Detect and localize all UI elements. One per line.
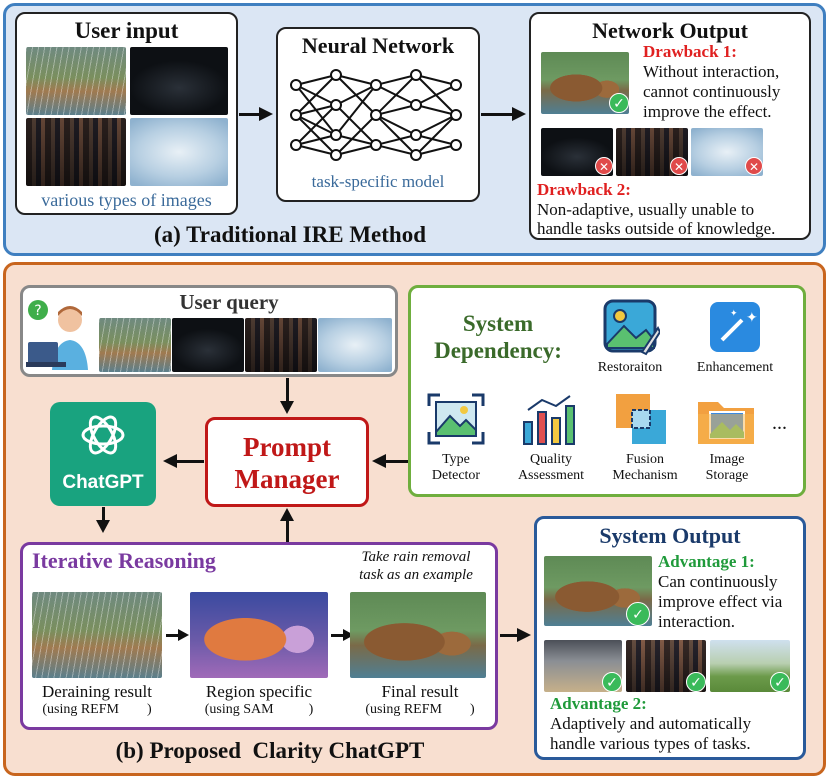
arrow-reasoning-to-output bbox=[500, 634, 520, 637]
restoration-label: Restoraiton bbox=[597, 360, 663, 375]
quality-assessment-icon bbox=[523, 395, 575, 445]
iterative-reasoning-title: Iterative Reasoning bbox=[32, 548, 216, 573]
arrow-reasoning-to-manager bbox=[286, 520, 289, 542]
advantage1-line3: interaction. bbox=[658, 612, 735, 631]
svg-text:✦: ✦ bbox=[730, 309, 738, 319]
arrow-network-to-output bbox=[481, 113, 515, 116]
query-lowlight-image bbox=[172, 318, 244, 372]
check-icon: ✓ bbox=[686, 672, 706, 692]
image-storage-label: Image Storage bbox=[705, 452, 749, 483]
step1-sub: (using REFM ) bbox=[42, 702, 152, 717]
deraining-result-image bbox=[32, 592, 162, 678]
query-crowd-image bbox=[245, 318, 317, 372]
lowlight-image bbox=[130, 47, 228, 115]
enhancement-label: Enhancement bbox=[696, 360, 774, 375]
image-storage-icon bbox=[698, 402, 754, 444]
arrow-manager-to-chatgpt bbox=[176, 460, 204, 463]
check-icon: ✓ bbox=[602, 672, 622, 692]
check-icon: ✓ bbox=[770, 672, 790, 692]
arrowhead-icon bbox=[178, 629, 189, 641]
query-rain-image bbox=[99, 318, 171, 372]
step1-label: Deraining result bbox=[42, 682, 152, 701]
check-icon: ✓ bbox=[609, 93, 629, 113]
prompt-manager-line1: Prompt bbox=[243, 432, 331, 462]
user-avatar-icon: ? bbox=[26, 300, 88, 370]
example-note-line1: Take rain removal bbox=[361, 549, 471, 565]
drawback1-line3: improve the effect. bbox=[643, 102, 772, 121]
region-specific-image bbox=[190, 592, 328, 678]
fusion-mechanism-label: Fusion Mechanism bbox=[612, 452, 678, 483]
step3-sub: (using REFM ) bbox=[365, 702, 475, 717]
advantage2-title: Advantage 2: bbox=[550, 694, 647, 713]
drawback2-line2: handle tasks outside of knowledge. bbox=[537, 219, 776, 238]
system-dependency-title-1: System bbox=[462, 311, 534, 336]
system-dependency-title-2: Dependency: bbox=[434, 338, 562, 363]
enhancement-icon: ✦ ✦ bbox=[710, 302, 760, 352]
haze-image bbox=[130, 118, 228, 186]
drawback2-title: Drawback 2: bbox=[537, 180, 631, 199]
panel-a-caption: (a) Traditional IRE Method bbox=[154, 222, 426, 247]
restoration-icon bbox=[603, 299, 660, 356]
arrowhead-icon bbox=[280, 401, 294, 414]
user-query-title: User query bbox=[179, 290, 279, 314]
network-output-title: Network Output bbox=[592, 18, 748, 43]
drawback2-line1: Non-adaptive, usually unable to bbox=[537, 200, 755, 219]
final-result-image bbox=[350, 592, 486, 678]
system-output-title: System Output bbox=[599, 523, 741, 548]
neural-network-icon bbox=[290, 69, 462, 161]
arrowhead-icon bbox=[517, 628, 531, 642]
fusion-mechanism-icon bbox=[616, 394, 666, 444]
neural-network-title: Neural Network bbox=[301, 33, 455, 58]
arrowhead-icon bbox=[372, 454, 386, 468]
arrowhead-icon bbox=[343, 629, 354, 641]
cross-icon: ✕ bbox=[745, 157, 763, 175]
drawback1-line2: cannot continuously bbox=[643, 82, 781, 101]
advantage2-line2: handle various types of tasks. bbox=[550, 734, 751, 753]
step3-label: Final result bbox=[381, 682, 459, 701]
arrow-step1-to-step2 bbox=[166, 634, 180, 637]
rain-image bbox=[26, 47, 126, 115]
panel-b-caption: (b) Proposed Clarity ChatGPT bbox=[115, 738, 425, 763]
arrowhead-icon bbox=[96, 520, 110, 533]
advantage1-line2: improve effect via bbox=[658, 592, 783, 611]
quality-assessment-label: Quality Assessment bbox=[517, 452, 585, 483]
type-detector-icon bbox=[427, 393, 485, 445]
arrowhead-icon bbox=[280, 508, 294, 521]
openai-logo-icon bbox=[81, 415, 125, 455]
arrow-input-to-network bbox=[239, 113, 263, 116]
arrowhead-icon bbox=[163, 454, 177, 468]
advantage1-title: Advantage 1: bbox=[658, 552, 755, 571]
network-output-box: Network Output bbox=[529, 12, 811, 240]
neural-network-caption: task-specific model bbox=[311, 172, 445, 191]
user-input-caption: various types of images bbox=[41, 190, 212, 210]
more-ellipsis: ... bbox=[772, 412, 787, 434]
arrowhead-icon bbox=[512, 107, 526, 121]
cross-icon: ✕ bbox=[670, 157, 688, 175]
step2-label: Region specific bbox=[205, 682, 313, 701]
check-icon: ✓ bbox=[626, 602, 650, 626]
advantage2-line1: Adaptively and automatically bbox=[550, 714, 752, 733]
query-haze-image bbox=[318, 318, 392, 372]
example-note-line2: task as an example bbox=[359, 567, 473, 583]
user-input-title: User input bbox=[74, 18, 179, 43]
crowd-image bbox=[26, 118, 126, 186]
advantage1-line1: Can continuously bbox=[658, 572, 778, 591]
drawback1-line1: Without interaction, bbox=[643, 62, 780, 81]
prompt-manager-line2: Manager bbox=[234, 464, 340, 494]
svg-text:?: ? bbox=[34, 303, 41, 319]
cross-icon: ✕ bbox=[595, 157, 613, 175]
arrow-chatgpt-to-reasoning bbox=[102, 507, 105, 523]
type-detector-label: Type Detector bbox=[431, 452, 481, 483]
arrowhead-icon bbox=[259, 107, 273, 121]
chatgpt-label: ChatGPT bbox=[62, 472, 144, 493]
arrow-dependency-to-manager bbox=[386, 460, 408, 463]
prompt-manager-box: Prompt Manager bbox=[205, 417, 369, 507]
arrow-query-to-manager bbox=[286, 378, 289, 404]
svg-text:✦: ✦ bbox=[746, 310, 758, 326]
drawback1-title: Drawback 1: bbox=[643, 42, 737, 61]
step2-sub: (using SAM ) bbox=[204, 702, 314, 717]
arrow-step2-to-step3 bbox=[331, 634, 345, 637]
